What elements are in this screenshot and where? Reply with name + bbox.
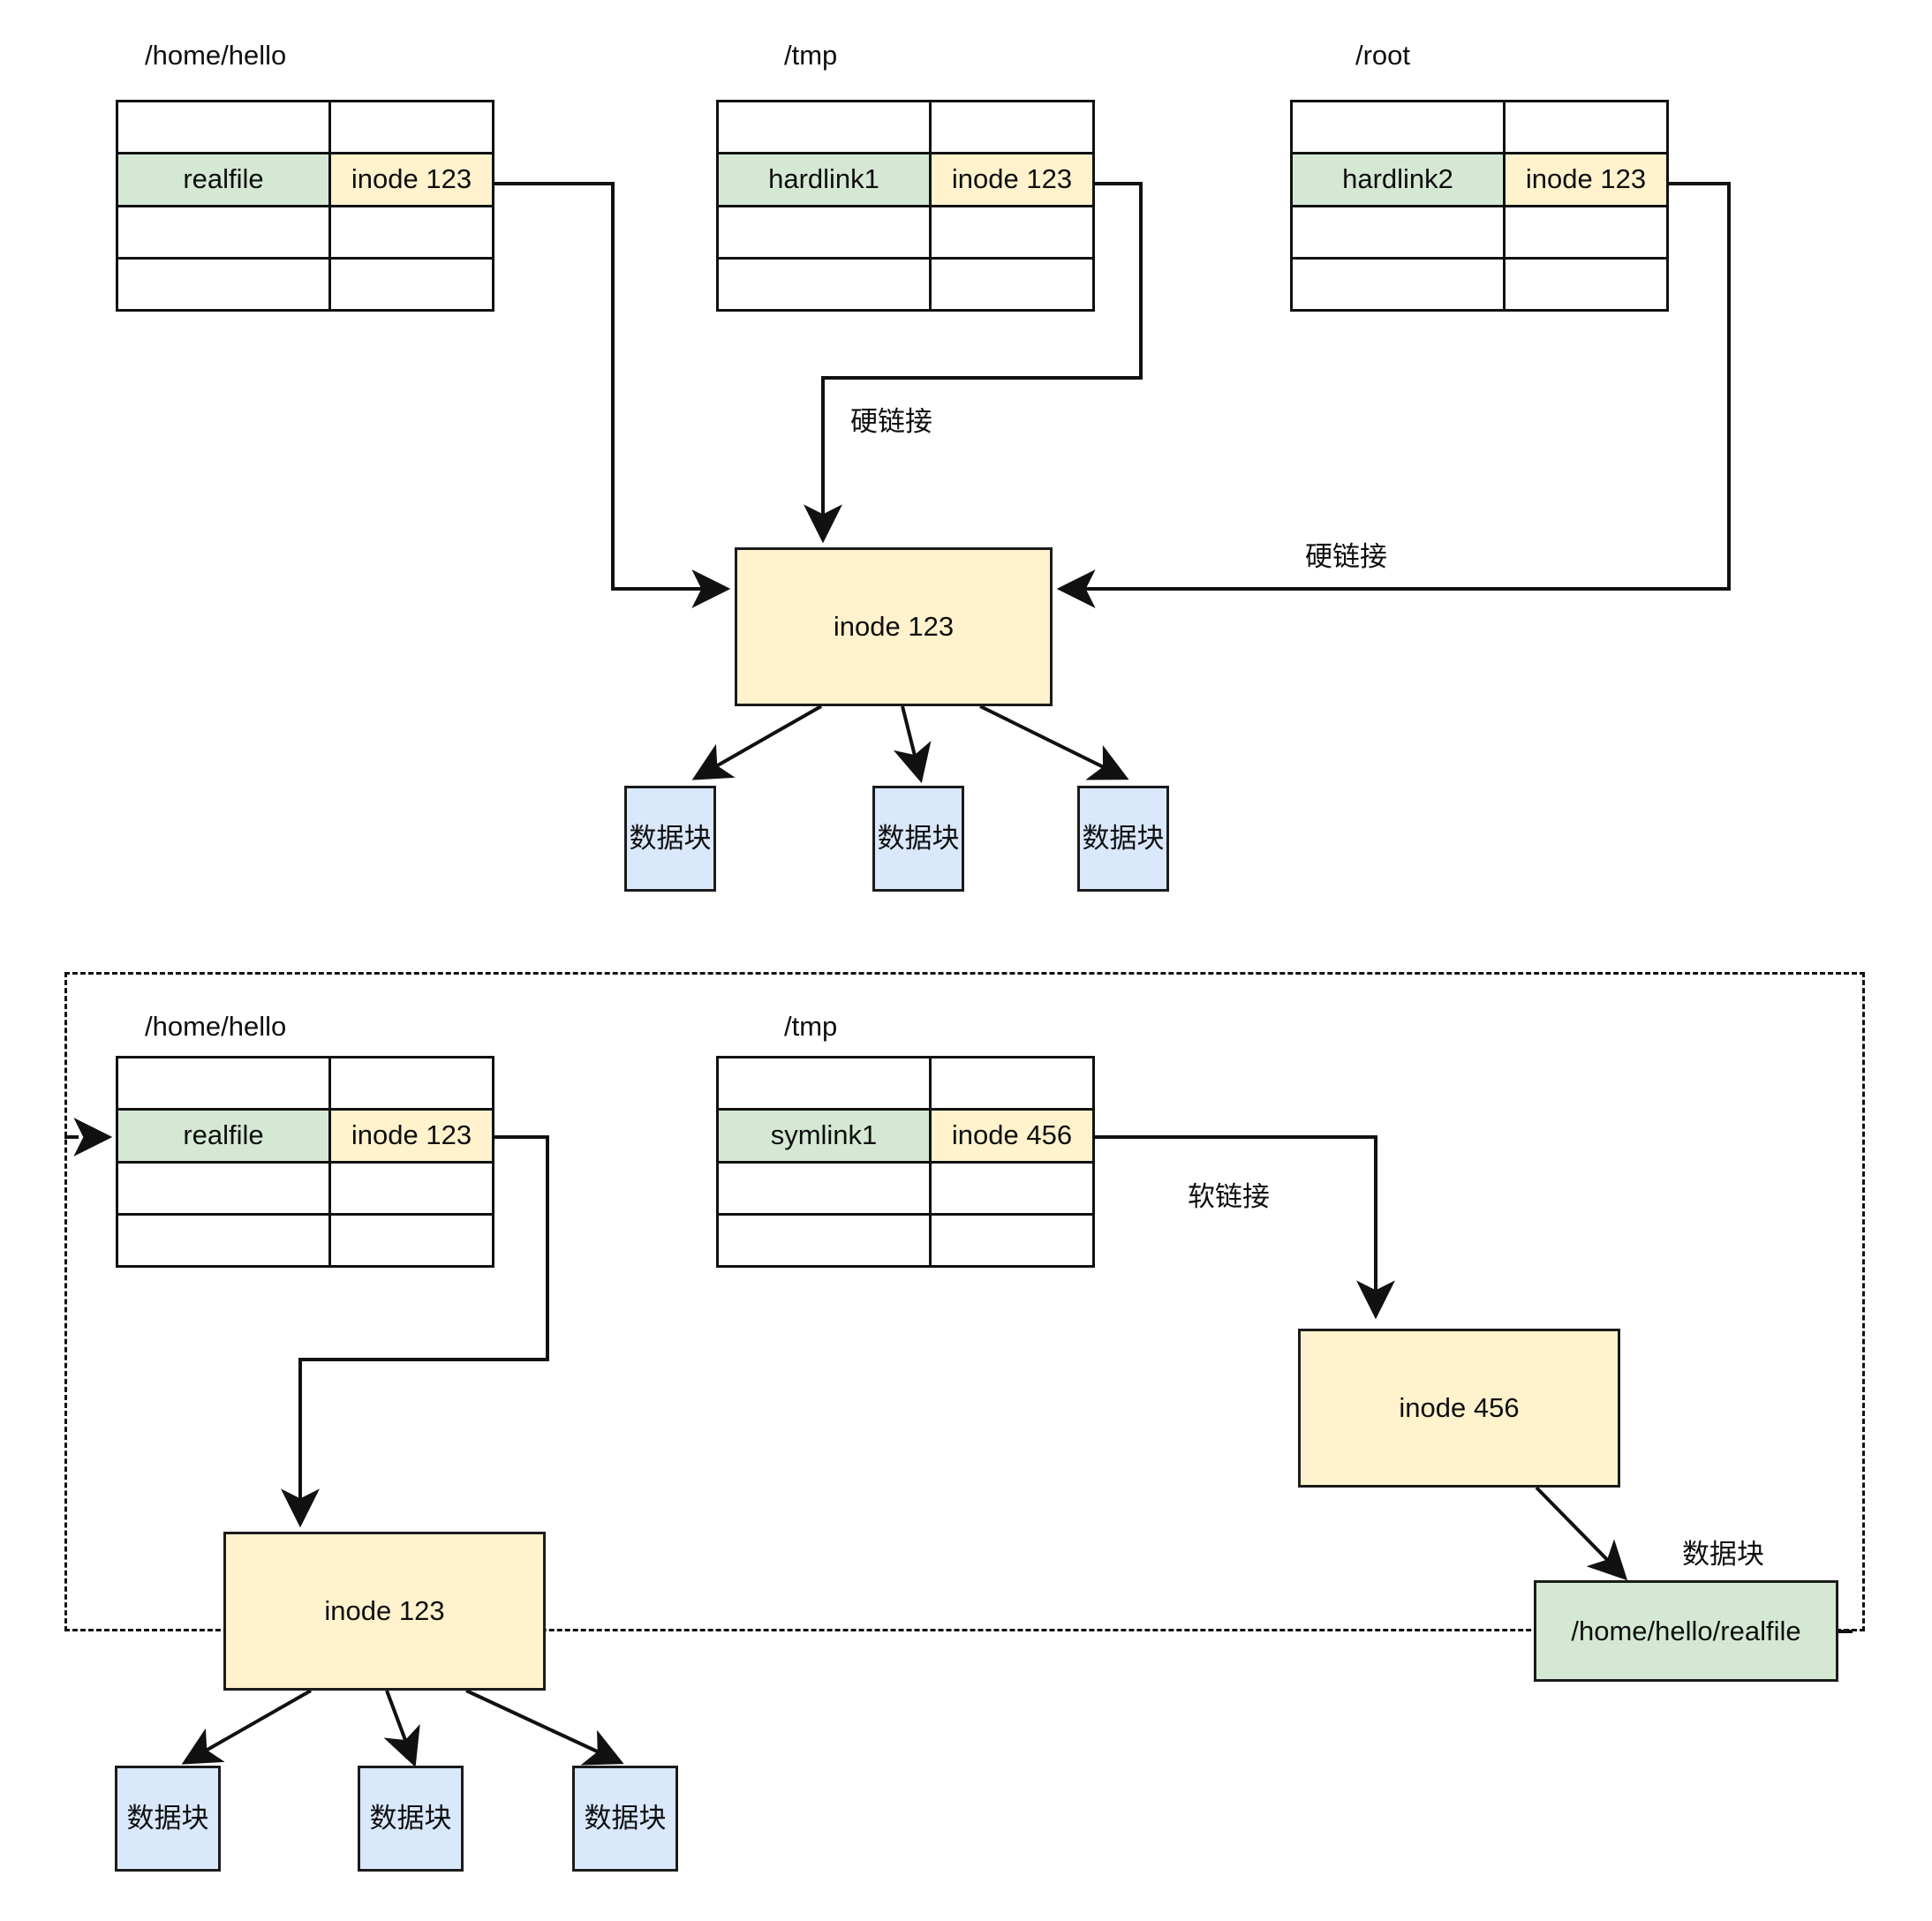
dir-row[interactable] [118,1163,492,1216]
data-block[interactable]: 数据块 [872,786,964,892]
data-block[interactable]: 数据块 [358,1766,464,1872]
dir-cell-name [1293,207,1506,257]
dir-title-tmp: /tmp [784,40,838,71]
dir-table-root[interactable]: hardlink2 inode 123 [1290,100,1669,312]
dir-row[interactable]: realfile inode 123 [118,1111,492,1164]
dir-cell-name: hardlink2 [1293,154,1506,205]
dir-table-home-hello-bottom[interactable]: realfile inode 123 [116,1056,494,1268]
dir-cell-inode [932,102,1092,153]
dir-cell-name: realfile [118,154,331,205]
dir-row[interactable] [719,102,1092,155]
dir-cell-inode [1506,207,1666,257]
dir-row[interactable]: hardlink2 inode 123 [1293,154,1666,207]
dir-table-home-hello[interactable]: realfile inode 123 [116,100,494,312]
dir-cell-name [118,1215,331,1265]
dir-cell-inode: inode 123 [331,1111,492,1161]
dir-row[interactable] [1293,259,1666,309]
edge-inode-to-datablock-2 [893,705,932,784]
dir-cell-name [1293,102,1506,153]
data-block[interactable]: 数据块 [624,786,716,892]
dir-table-tmp[interactable]: hardlink1 inode 123 [716,100,1095,312]
dir-cell-name [118,1058,331,1109]
dir-cell-name: hardlink1 [719,154,932,205]
dir-cell-name [719,1215,932,1265]
dir-cell-inode: inode 123 [932,154,1092,205]
edge-inode123b-to-datablock-2 [383,1690,420,1767]
dir-row[interactable]: hardlink1 inode 123 [719,154,1092,207]
edge-label-hardlink-center: 硬链接 [850,406,932,437]
dir-cell-inode [331,259,492,309]
dir-row[interactable] [719,1163,1092,1216]
dir-cell-inode [932,259,1092,309]
inode-box-123-bottom[interactable]: inode 123 [223,1532,546,1691]
symlink-target-path-box[interactable]: /home/hello/realfile [1534,1580,1838,1682]
inode-box-123-top[interactable]: inode 123 [735,547,1053,706]
dir-row[interactable] [118,259,492,309]
dir-title-home-hello-bottom: /home/hello [145,1011,287,1042]
dir-cell-inode: inode 456 [932,1111,1092,1161]
dir-cell-name [719,1163,932,1213]
edge-realfile-to-inode [494,182,731,608]
data-block[interactable]: 数据块 [572,1766,678,1872]
edge-label-symlink: 软链接 [1188,1181,1270,1212]
dir-cell-inode [331,1163,492,1213]
data-block[interactable]: 数据块 [115,1766,221,1872]
dir-cell-name [1293,259,1506,309]
dir-cell-name [118,207,331,257]
edge-label-data-block: 数据块 [1682,1539,1764,1570]
edge-inode-to-datablock-1 [691,704,822,780]
dir-row[interactable] [118,102,492,155]
dir-cell-inode: inode 123 [331,154,492,205]
dir-cell-name [118,259,331,309]
dir-cell-name [719,259,932,309]
dir-cell-name: realfile [118,1111,331,1161]
dir-row[interactable] [719,259,1092,309]
dir-cell-inode [331,1215,492,1265]
dir-row[interactable] [1293,102,1666,155]
dir-row[interactable] [118,1058,492,1111]
dir-cell-name [719,1058,932,1109]
dir-cell-inode [932,1163,1092,1213]
edge-label-hardlink-right: 硬链接 [1305,541,1387,572]
dir-cell-name [719,207,932,257]
dir-title-root: /root [1355,40,1411,71]
dir-cell-inode [331,207,492,257]
dir-row[interactable] [118,1215,492,1265]
inode-box-456[interactable]: inode 456 [1298,1329,1620,1488]
dir-title-home-hello: /home/hello [145,40,287,71]
edge-inode123b-to-datablock-1 [181,1689,312,1765]
edge-inode123b-to-datablock-3 [465,1689,624,1766]
dir-title-tmp-bottom: /tmp [784,1011,838,1042]
dir-cell-inode: inode 123 [1506,154,1666,205]
dir-cell-name [118,102,331,153]
dir-cell-name: symlink1 [719,1111,932,1161]
dir-row[interactable] [719,1215,1092,1265]
dir-cell-inode [1506,259,1666,309]
edge-inode-to-datablock-3 [979,704,1129,780]
dir-row[interactable] [719,207,1092,260]
dir-cell-inode [331,102,492,153]
dir-table-tmp-bottom[interactable]: symlink1 inode 456 [716,1056,1095,1268]
dir-row[interactable]: realfile inode 123 [118,154,492,207]
dir-row[interactable] [118,207,492,260]
dir-cell-inode [1506,102,1666,153]
dir-cell-name [719,102,932,153]
dir-row[interactable] [1293,207,1666,260]
dir-cell-inode [331,1058,492,1109]
dir-row[interactable] [719,1058,1092,1111]
dir-cell-inode [932,207,1092,257]
dir-row[interactable]: symlink1 inode 456 [719,1111,1092,1164]
data-block[interactable]: 数据块 [1077,786,1169,892]
dir-cell-name [118,1163,331,1213]
symlink-resolution-region [64,972,1865,1631]
dir-cell-inode [932,1215,1092,1265]
dir-cell-inode [932,1058,1092,1109]
